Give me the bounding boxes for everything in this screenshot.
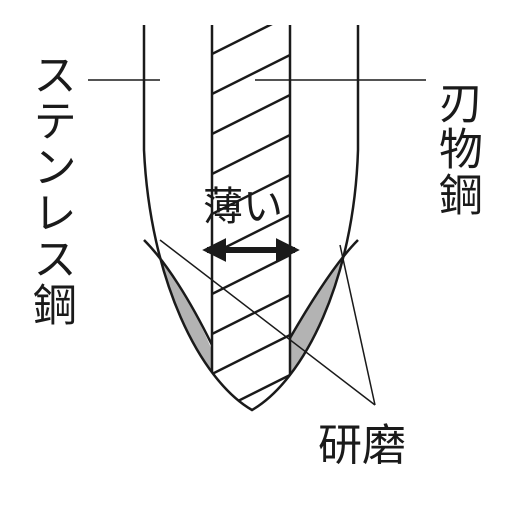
grinding-bevel-left xyxy=(144,80,212,400)
label-stainless-steel: ステンレス鋼 xyxy=(25,52,76,328)
label-thin: 薄い xyxy=(203,184,283,230)
grinding-bevel-right xyxy=(290,80,358,400)
bevel-line-left xyxy=(143,239,214,346)
blade-outline xyxy=(142,25,360,412)
blade-steel-core xyxy=(210,25,292,410)
label-grinding: 研磨 xyxy=(318,420,406,471)
bevel-line-right xyxy=(288,239,359,339)
label-blade-steel: 刃物鋼 xyxy=(431,80,482,218)
leader-grinding-left xyxy=(159,239,376,406)
leader-grinding-right xyxy=(339,244,376,406)
